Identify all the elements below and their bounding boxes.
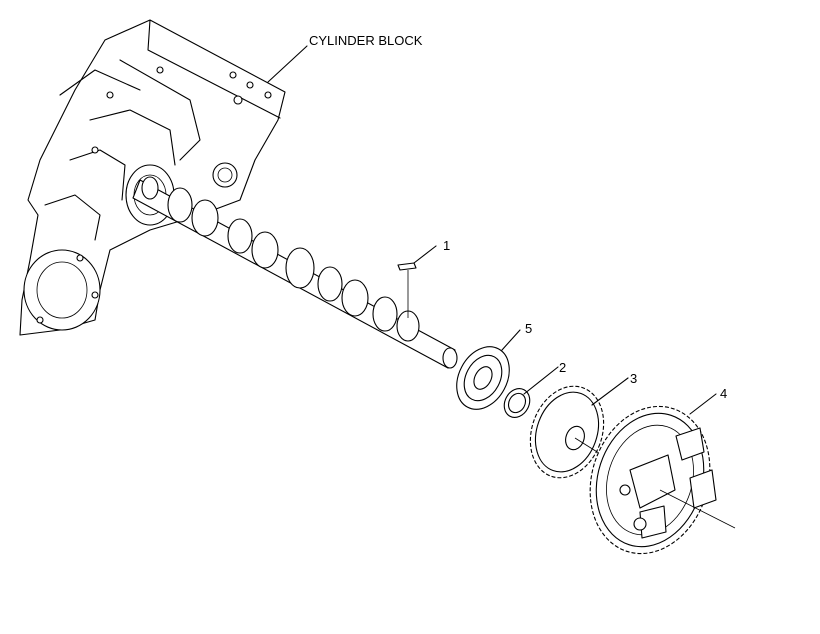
leader-cylinder-block [267,45,308,83]
labels: CYLINDER BLOCK 1 5 2 3 4 [309,33,727,401]
leader-1 [413,245,437,264]
callout-1: 1 [443,238,450,253]
callout-3: 3 [630,371,637,386]
leader-5 [501,329,521,351]
bearing-drawing [456,346,510,410]
small-gear-drawing [529,385,605,479]
key-drawing [397,262,417,318]
callout-2: 2 [559,360,566,375]
large-gear-drawing [589,405,736,555]
callout-4: 4 [720,386,727,401]
leader-2 [523,366,559,395]
leader-lines [267,45,717,415]
leader-4 [689,393,717,415]
label-cylinder-block: CYLINDER BLOCK [309,33,423,48]
callout-5: 5 [525,321,532,336]
leader-3 [591,377,629,406]
camshaft-drawing [132,176,458,369]
spacer-ring-drawing [503,388,531,418]
